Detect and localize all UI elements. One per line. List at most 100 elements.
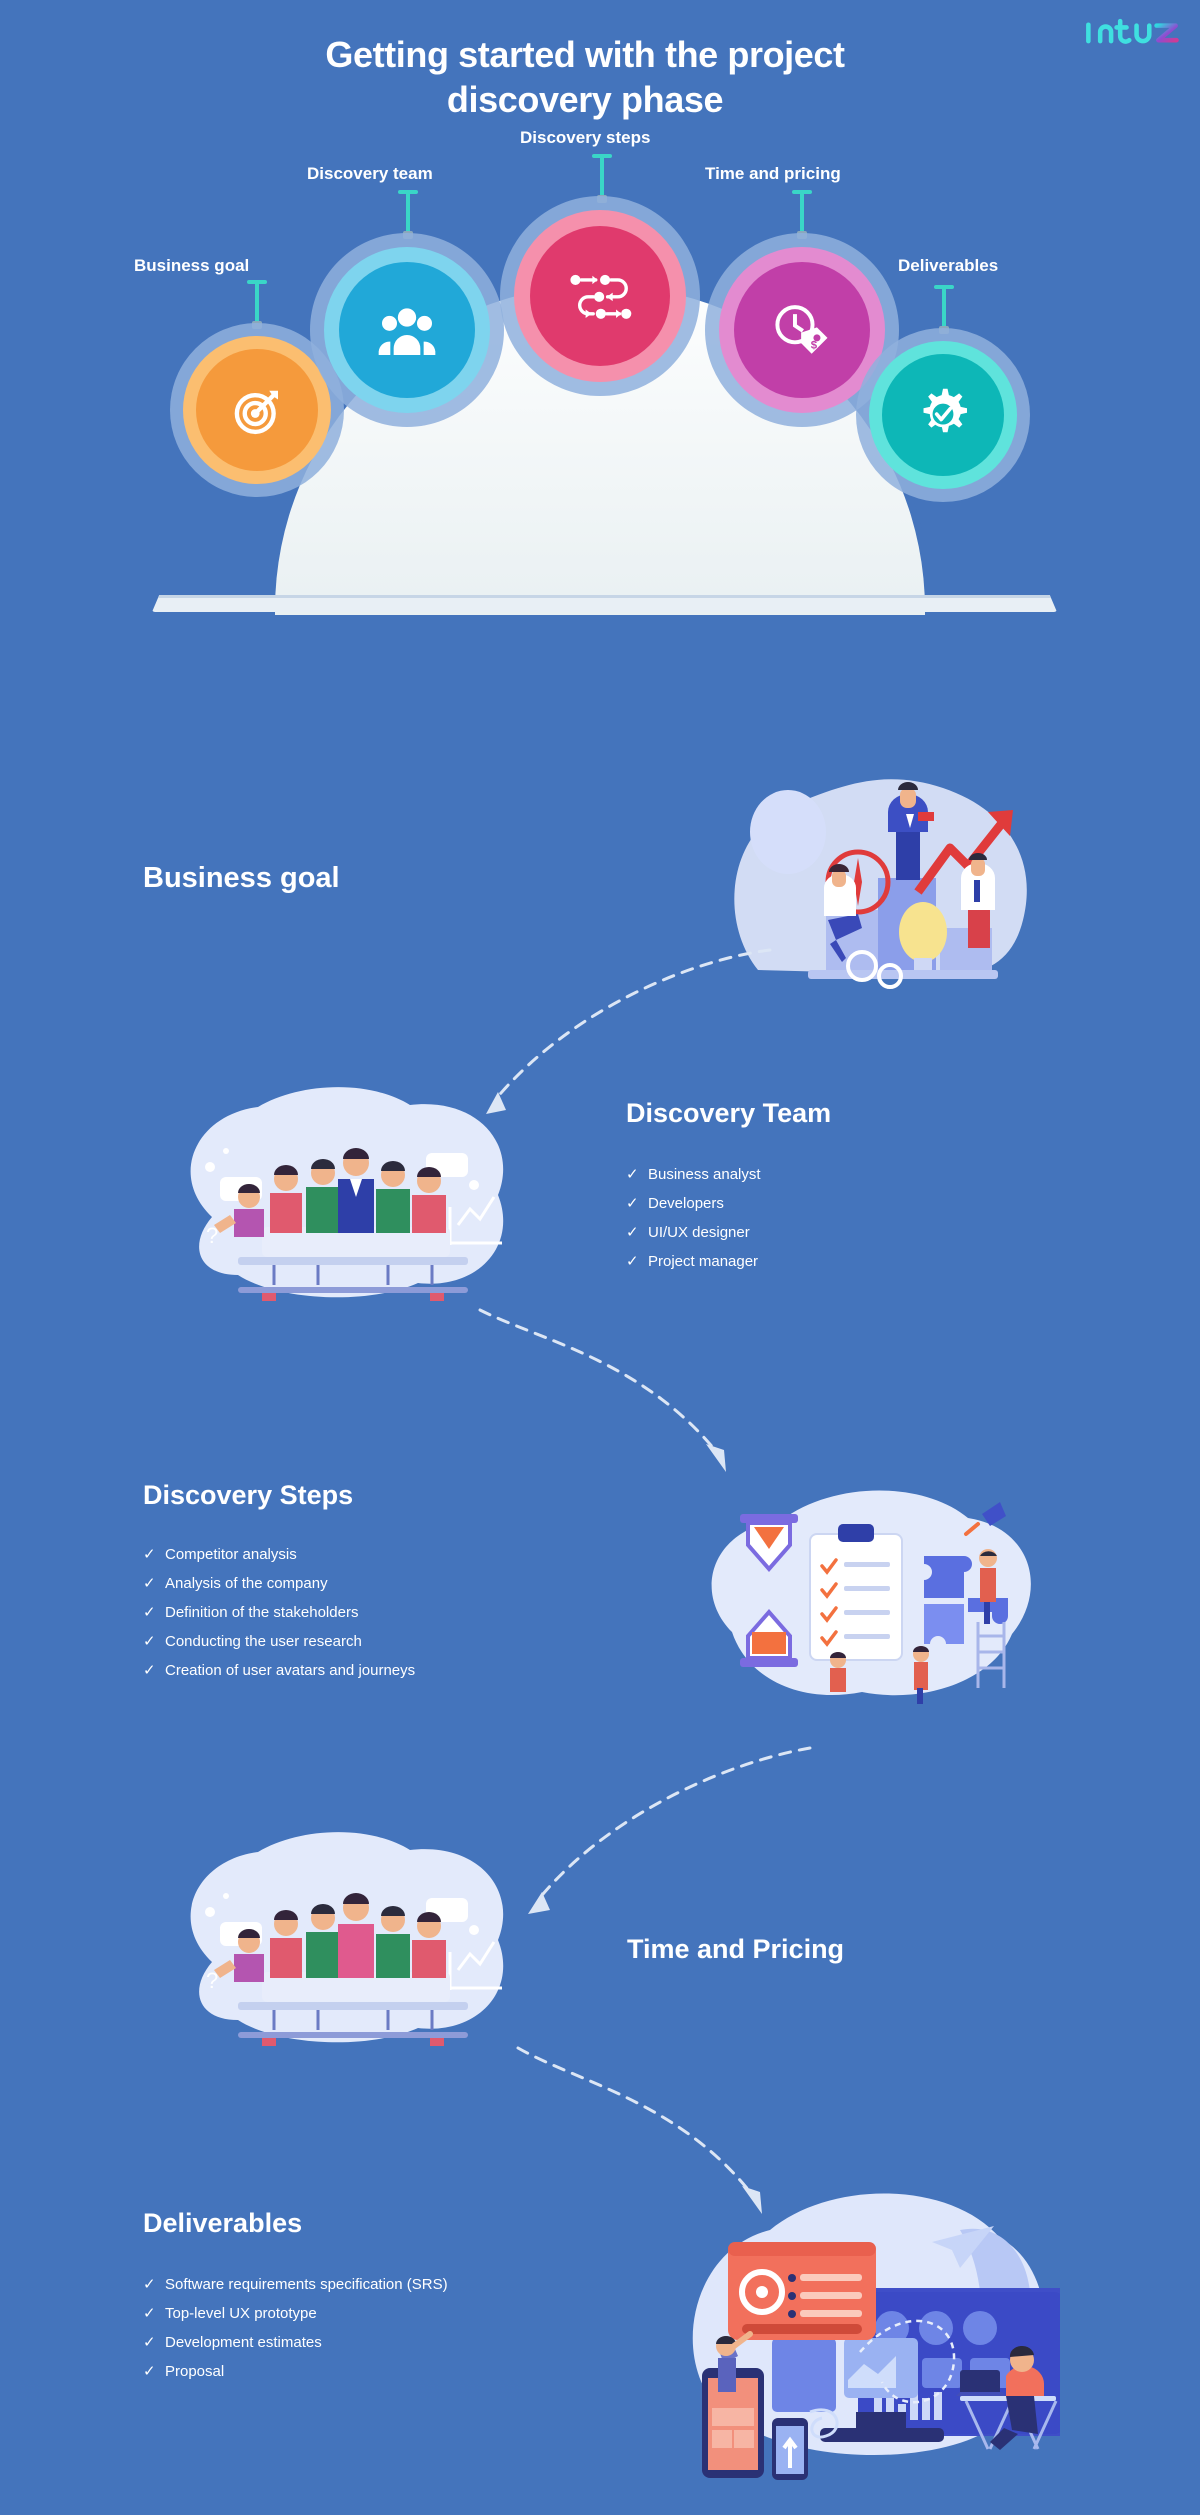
page-title-line-1: Getting started with the project <box>325 34 845 75</box>
list-item: ✓ Conducting the user research <box>143 1627 415 1656</box>
list-item: ✓ Developers <box>626 1189 761 1218</box>
bubble-deliverables[interactable] <box>856 328 1030 502</box>
list-item: ✓ Business analyst <box>626 1160 761 1189</box>
section-title-deliverables: Deliverables <box>143 2208 303 2238</box>
target-icon <box>229 382 285 438</box>
flow-steps-icon <box>567 268 633 324</box>
list-item-label: Creation of user avatars and journeys <box>165 1662 416 1679</box>
list-item: ✓ Software requirements specification (S… <box>143 2270 448 2299</box>
person-climber <box>979 1549 997 1624</box>
discovery-overview-diagram: Business goal <box>0 128 1200 710</box>
business-goal-illustration <box>718 770 1048 1000</box>
svg-text:?: ? <box>206 1968 218 1993</box>
person-left <box>824 864 862 962</box>
bubble-core <box>339 262 475 398</box>
connector-pricing-to-deliverables <box>516 2046 762 2214</box>
page-title-line-2: discovery phase <box>446 79 724 120</box>
devices-dashboard-illustration <box>660 2160 1076 2490</box>
bullet-list-discovery-steps: ✓ Competitor analysis ✓ Analysis of the … <box>143 1540 415 1685</box>
person-at-desk <box>956 2345 1058 2450</box>
bubble-stem-discovery-team <box>398 190 418 239</box>
page-title: Getting started with the project discove… <box>170 32 1000 122</box>
check-icon: ✓ <box>143 1662 156 1679</box>
check-icon: ✓ <box>143 1604 156 1621</box>
list-item: ✓ Analysis of the company <box>143 1569 415 1598</box>
check-icon: ✓ <box>143 2276 156 2293</box>
check-icon: ✓ <box>143 1546 156 1563</box>
list-item: ✓ Project manager <box>626 1247 761 1276</box>
list-item-label: Competitor analysis <box>165 1546 297 1563</box>
bubble-core <box>882 354 1004 476</box>
check-icon: ✓ <box>143 2363 156 2380</box>
bubble-label-discovery-steps: Discovery steps <box>520 128 651 147</box>
person-right <box>961 853 995 948</box>
bubble-core <box>196 349 318 471</box>
list-item: ✓ Competitor analysis <box>143 1540 415 1569</box>
list-item-label: Definition of the stakeholders <box>165 1604 359 1621</box>
section-title-discovery-team: Discovery Team <box>626 1098 832 1128</box>
person-sitting <box>830 1652 846 1692</box>
tablet <box>702 2368 764 2478</box>
orange-card <box>728 2242 876 2340</box>
list-item-label: UI/UX designer <box>648 1224 750 1241</box>
check-icon: ✓ <box>626 1224 639 1241</box>
connector-steps-to-pricing <box>528 1746 812 1914</box>
list-item-label: Software requirements specification (SRS… <box>165 2276 448 2293</box>
list-item: ✓ Development estimates <box>143 2328 448 2357</box>
list-item-label: Proposal <box>165 2363 225 2380</box>
list-item: ✓ Definition of the stakeholders <box>143 1598 415 1627</box>
bubble-discovery-steps[interactable] <box>500 196 700 396</box>
phone <box>772 2418 808 2480</box>
check-icon: ✓ <box>143 2305 156 2322</box>
check-icon: ✓ <box>143 2334 156 2351</box>
check-icon: ✓ <box>626 1195 639 1212</box>
list-item-label: Project manager <box>648 1253 759 1270</box>
bubble-discovery-team[interactable] <box>310 233 504 427</box>
person-left-standing <box>716 2331 753 2392</box>
hourglass <box>740 1514 798 1667</box>
section-title-business-goal: Business goal <box>143 862 340 894</box>
check-icon: ✓ <box>626 1166 639 1183</box>
gear-check-icon <box>914 386 972 444</box>
svg-text:$: $ <box>811 339 818 351</box>
dome-base <box>152 595 1057 612</box>
svg-text:?: ? <box>206 1223 218 1248</box>
bubble-stem-deliverables <box>934 285 954 334</box>
check-icon: ✓ <box>143 1633 156 1650</box>
bullet-list-discovery-team: ✓ Business analyst ✓ Developers ✓ UI/UX … <box>626 1160 761 1276</box>
list-item-label: Conducting the user research <box>165 1633 362 1650</box>
bubble-stem-business-goal <box>247 280 267 329</box>
list-item-label: Top-level UX prototype <box>165 2305 317 2322</box>
section-title-time-and-pricing: Time and Pricing <box>627 1934 845 1964</box>
list-item-label: Development estimates <box>165 2334 322 2351</box>
hourglass-checklist-puzzle-illustration <box>692 1472 1052 1722</box>
list-item-label: Analysis of the company <box>165 1575 328 1592</box>
connector-business-goal-to-team <box>486 948 772 1114</box>
bubble-label-discovery-team: Discovery team <box>307 164 433 183</box>
person-standing <box>913 1646 929 1704</box>
list-item: ✓ Proposal <box>143 2357 448 2386</box>
check-icon: ✓ <box>626 1253 639 1270</box>
bubble-label-deliverables: Deliverables <box>898 256 999 275</box>
list-item-label: Developers <box>648 1195 724 1212</box>
list-item: ✓ UI/UX designer <box>626 1218 761 1247</box>
intuz-logo <box>1082 12 1182 52</box>
clock-price-tag-icon: $ <box>771 301 833 359</box>
bullet-list-deliverables: ✓ Software requirements specification (S… <box>143 2270 448 2386</box>
connector-team-to-steps <box>478 1308 726 1472</box>
bubble-core: $ <box>734 262 870 398</box>
list-item: ✓ Creation of user avatars and journeys <box>143 1656 415 1685</box>
bubble-stem-time-and-pricing <box>792 190 812 239</box>
bubble-core <box>530 226 670 366</box>
team-meeting-illustration-bottom: ? <box>178 1820 528 2070</box>
check-icon: ✓ <box>143 1575 156 1592</box>
list-item-label: Business analyst <box>648 1166 761 1183</box>
bubble-stem-discovery-steps <box>592 154 612 203</box>
ladder <box>976 1622 1006 1688</box>
bubble-label-business-goal: Business goal <box>134 256 250 275</box>
section-title-discovery-steps: Discovery Steps <box>143 1480 354 1510</box>
clipboard <box>809 1524 903 1661</box>
list-item: ✓ Top-level UX prototype <box>143 2299 448 2328</box>
bubble-label-time-and-pricing: Time and pricing <box>705 164 841 183</box>
